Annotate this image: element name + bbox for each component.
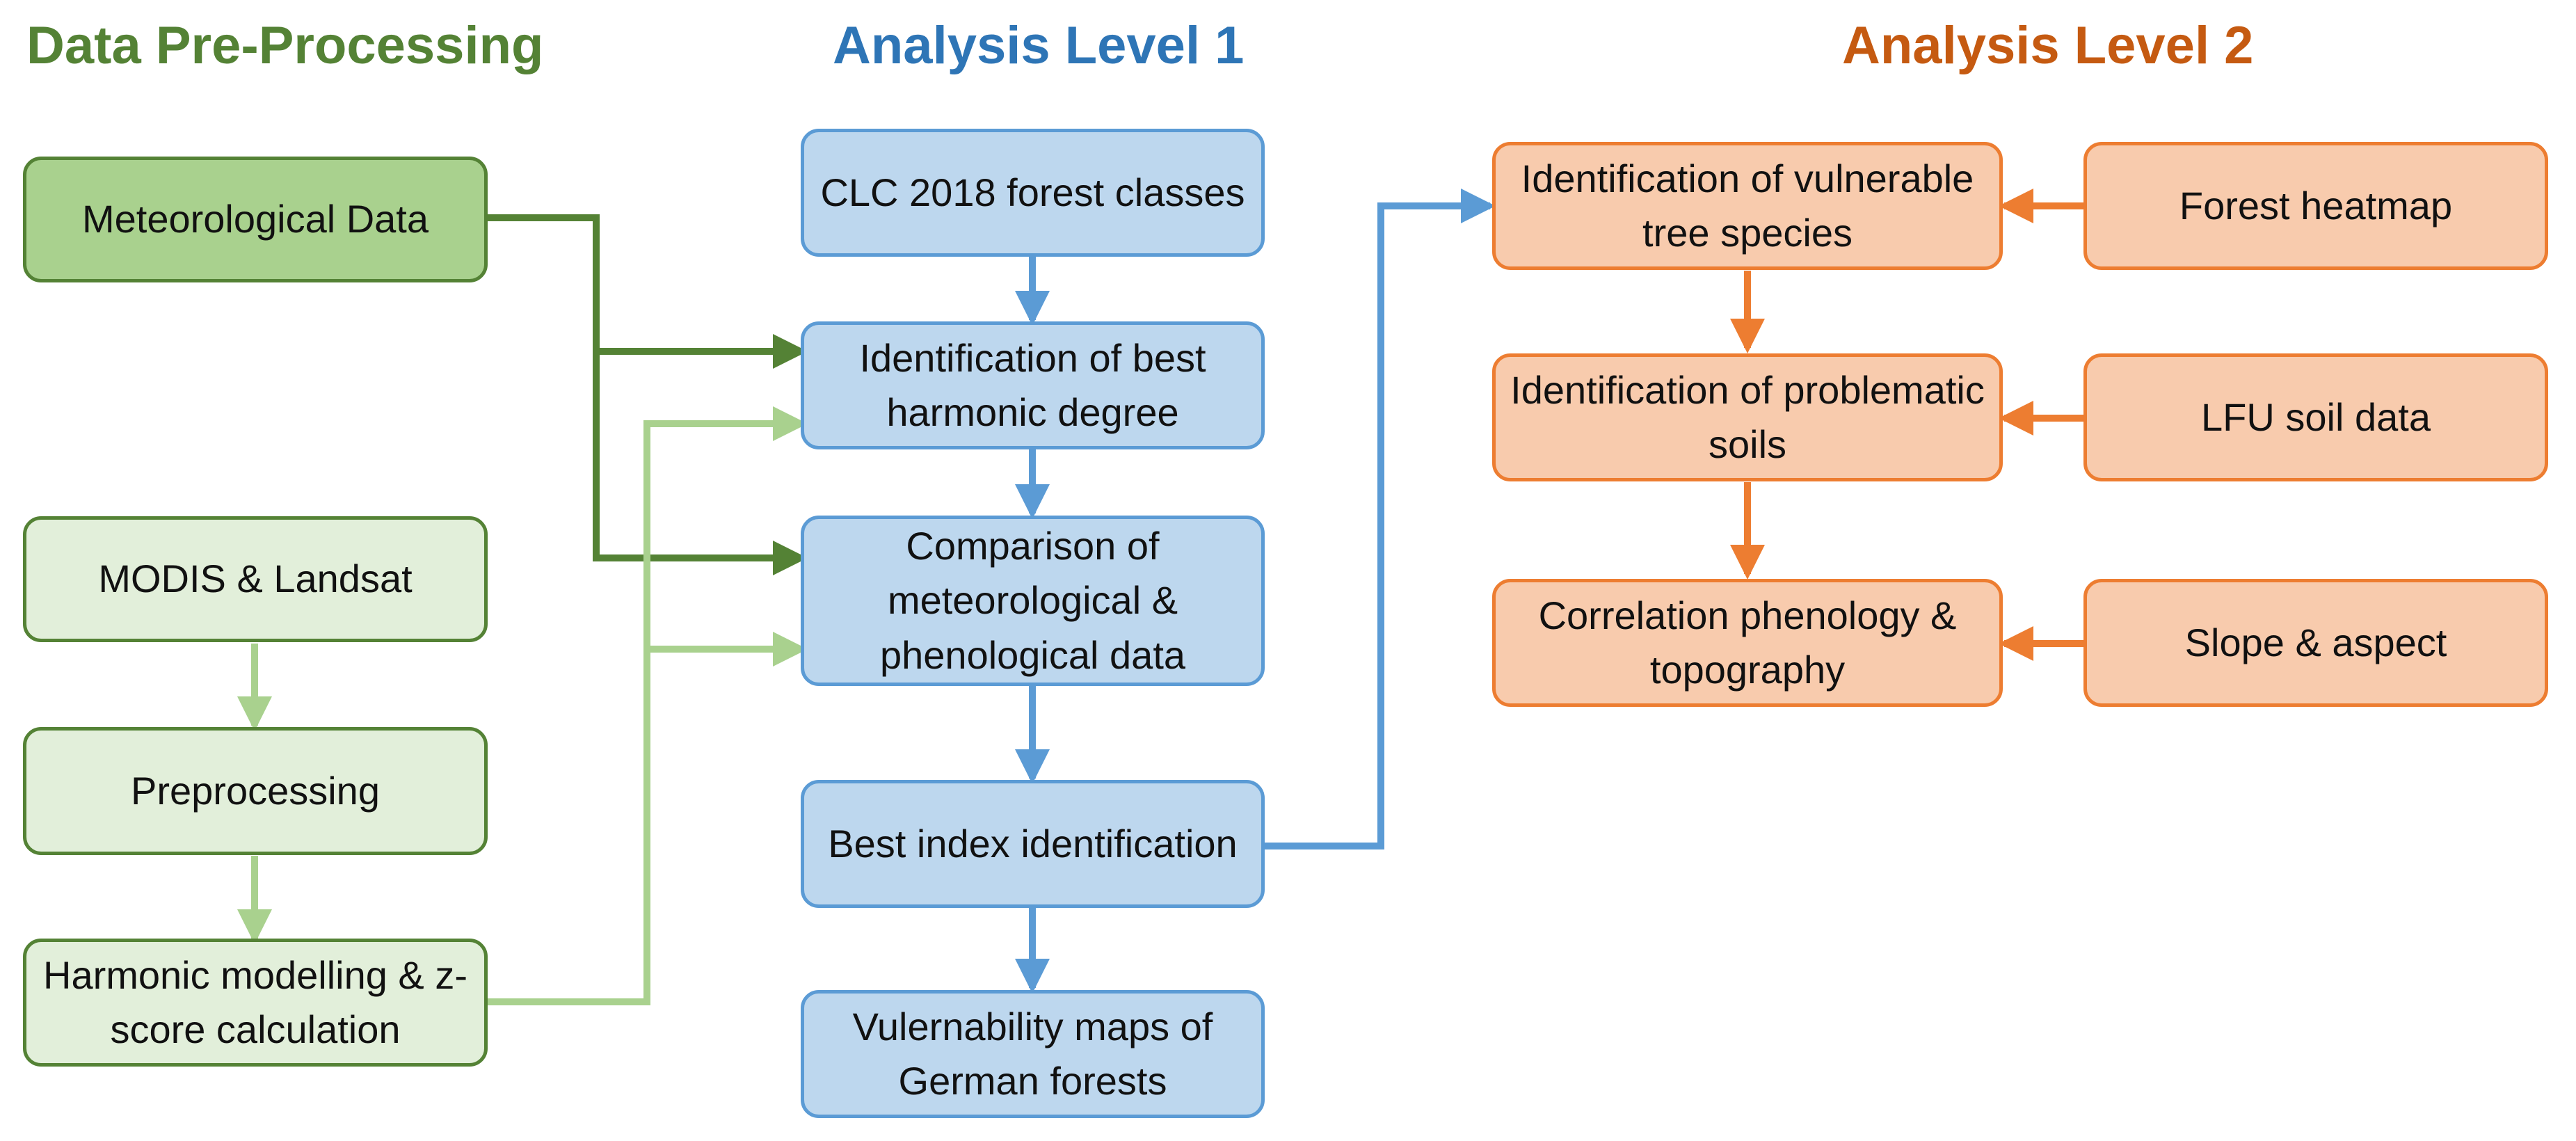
- modis-landsat-box: MODIS & Landsat: [23, 516, 488, 642]
- best-index-box: Best index identification: [801, 780, 1265, 908]
- forest-heatmap-box: Forest heatmap: [2083, 142, 2548, 270]
- meteorological-data-label: Meteorological Data: [81, 197, 429, 241]
- vulnerable-tree-species-label: Identification of vulnerable tree specie…: [1521, 156, 1974, 255]
- preprocessing-label: Preprocessing: [131, 768, 380, 813]
- correlation-topography-box: Correlation phenology & topography: [1492, 579, 2003, 707]
- vulnerability-maps-label: Vulernability maps of German forests: [852, 1004, 1213, 1103]
- harmonic-degree-label: Identification of best harmonic degree: [859, 335, 1206, 434]
- level2-connectors: [1730, 189, 2083, 661]
- arrow-best-index-to-tree-species: [1263, 189, 1496, 849]
- vulnerability-maps-box: Vulernability maps of German forests: [801, 990, 1265, 1118]
- preprocessing-connectors: [237, 406, 808, 1005]
- clc-forest-classes-label: CLC 2018 forest classes: [820, 170, 1245, 214]
- pre-processing-heading: Data Pre-Processing: [26, 16, 544, 75]
- lfu-soil-data-box: LFU soil data: [2083, 353, 2548, 481]
- analysis-level-1-heading: Analysis Level 1: [833, 16, 1245, 75]
- comparison-box: Comparison of meteorological & phenologi…: [801, 516, 1265, 686]
- comparison-label: Comparison of meteorological & phenologi…: [879, 523, 1186, 677]
- clc-forest-classes-box: CLC 2018 forest classes: [801, 129, 1265, 257]
- analysis-level-2-heading: Analysis Level 2: [1842, 16, 2254, 75]
- meteorological-data-box: Meteorological Data: [23, 157, 488, 282]
- forest-heatmap-label: Forest heatmap: [2179, 183, 2453, 228]
- arrow-harmonic-to-harmonic-degree: [487, 406, 808, 1005]
- slope-aspect-box: Slope & aspect: [2083, 579, 2548, 707]
- harmonic-degree-box: Identification of best harmonic degree: [801, 321, 1265, 449]
- arrow-meteo-to-comparison: [487, 214, 808, 575]
- meteorological-connectors: [487, 214, 808, 575]
- harmonic-modelling-label: Harmonic modelling & z-score calculation: [43, 952, 467, 1051]
- level1-connectors: [1015, 189, 1496, 994]
- problematic-soils-label: Identification of problematic soils: [1510, 367, 1985, 466]
- correlation-topography-label: Correlation phenology & topography: [1538, 593, 1957, 692]
- vulnerable-tree-species-box: Identification of vulnerable tree specie…: [1492, 142, 2003, 270]
- preprocessing-box: Preprocessing: [23, 727, 488, 855]
- problematic-soils-box: Identification of problematic soils: [1492, 353, 2003, 481]
- lfu-soil-data-label: LFU soil data: [2201, 394, 2431, 439]
- slope-aspect-label: Slope & aspect: [2184, 620, 2447, 664]
- best-index-label: Best index identification: [828, 821, 1238, 865]
- harmonic-modelling-box: Harmonic modelling & z-score calculation: [23, 939, 488, 1067]
- modis-landsat-label: MODIS & Landsat: [98, 557, 413, 601]
